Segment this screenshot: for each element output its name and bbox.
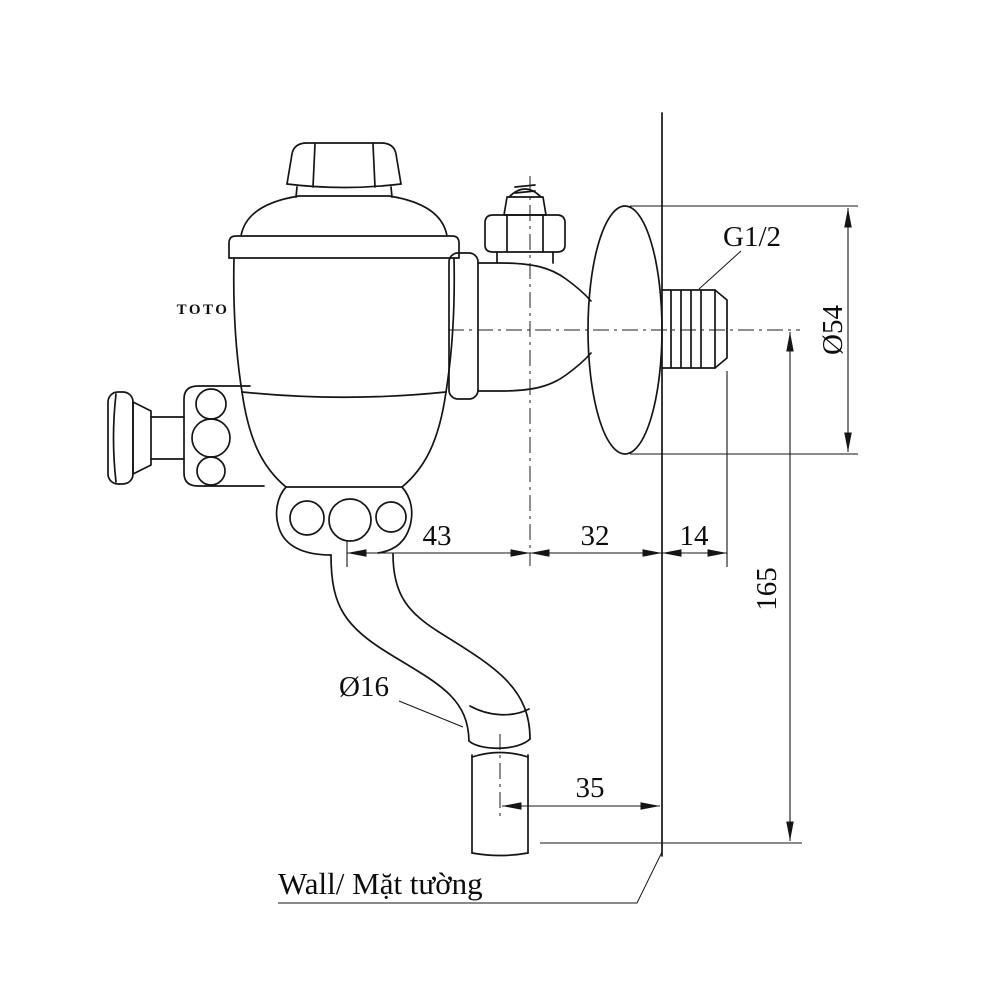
- flush-valve-drawing: [107, 112, 728, 857]
- leader-line-wall: [278, 851, 663, 904]
- valve-base-cluster: [275, 486, 413, 556]
- valve-dome-cover: [228, 195, 460, 259]
- dim-label-32: 32: [581, 520, 610, 552]
- leader-line-pipe-diameter: [398, 700, 464, 728]
- leader-lines: [278, 250, 742, 904]
- leader-line-g12: [698, 250, 742, 290]
- dim-label-flange-diameter: Ø54: [817, 305, 849, 355]
- centerlines: [448, 176, 800, 818]
- dimension-flange-diameter: [630, 205, 858, 455]
- dimension-165: [540, 332, 802, 844]
- dim-label-35: 35: [576, 772, 605, 804]
- dim-label-43: 43: [423, 520, 452, 552]
- valve-hex-cap: [286, 142, 402, 198]
- dim-label-165: 165: [751, 567, 783, 611]
- dim-label-thread-size: G1/2: [723, 221, 781, 253]
- outlet-pipe-curve: [330, 553, 531, 750]
- wall-label: Wall/ Mặt tường: [278, 866, 483, 901]
- dim-label-pipe-diameter: Ø16: [339, 671, 389, 703]
- extension-line: [630, 205, 858, 455]
- thread-nipple: [661, 289, 728, 369]
- labels: TOTO G1/2 Ø54 43 32 14 165 Ø16 35 Wall/ …: [177, 221, 849, 901]
- valve-body: [232, 257, 456, 488]
- dimension-row-horizontal: [346, 371, 728, 567]
- push-button-handle: [107, 385, 265, 487]
- inlet-connector-pipe: [448, 252, 592, 400]
- dimension-lines: [278, 205, 858, 904]
- inlet-adjuster-assembly: [484, 184, 566, 264]
- toto-brand-logo: TOTO: [177, 302, 230, 318]
- dim-label-14: 14: [680, 520, 710, 552]
